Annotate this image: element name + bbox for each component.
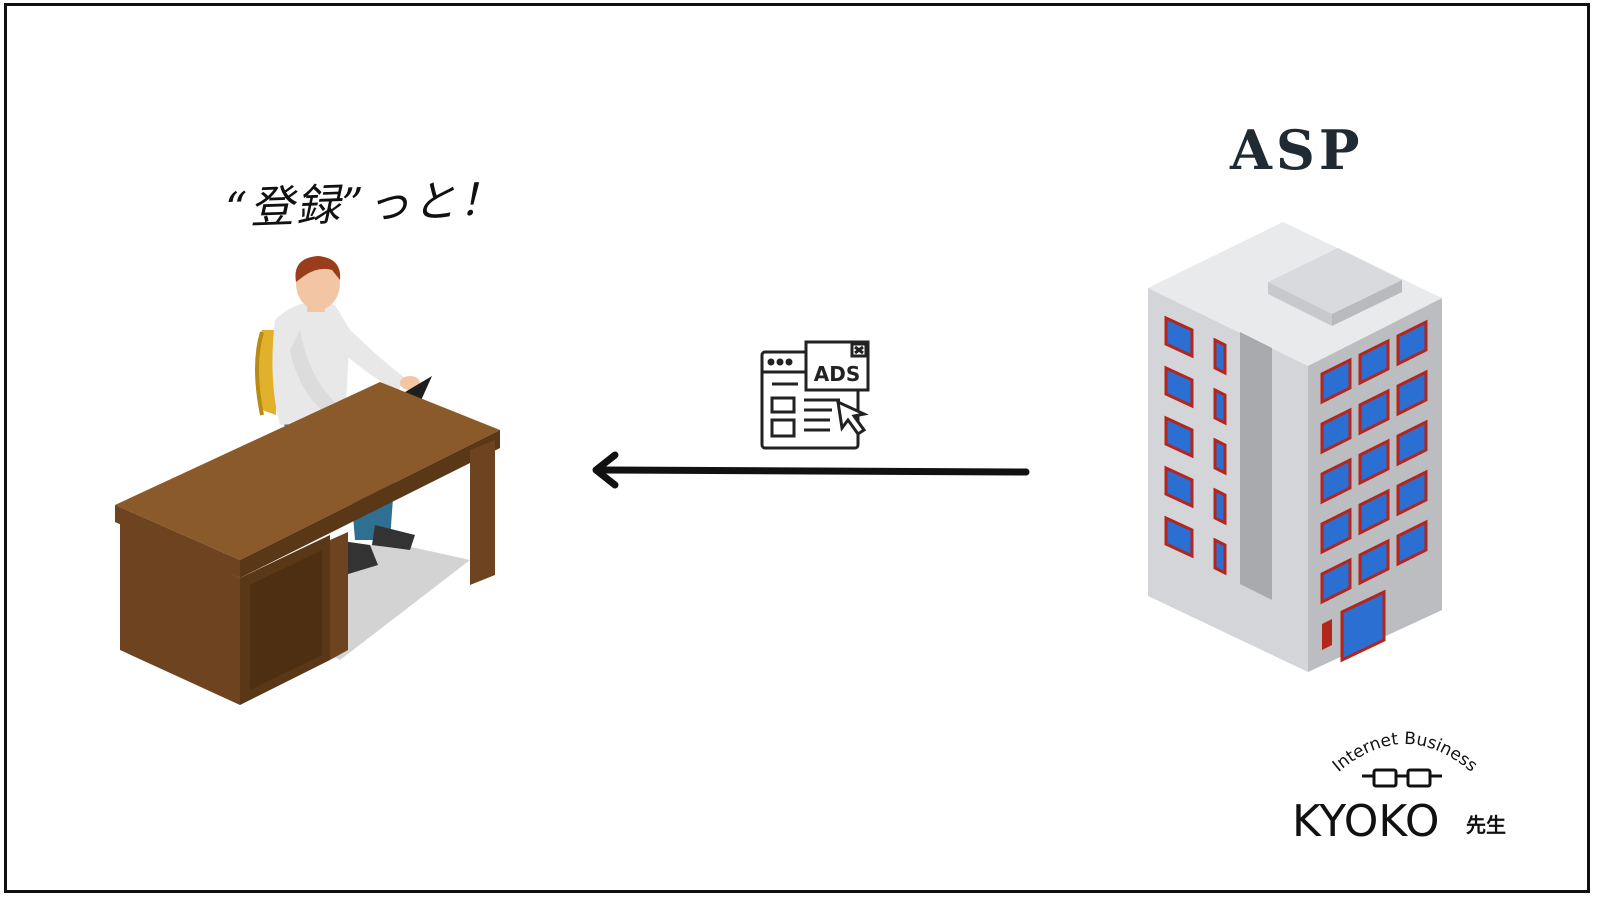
window bbox=[1213, 387, 1227, 426]
window bbox=[1213, 537, 1227, 576]
window bbox=[1358, 438, 1390, 486]
glasses-icon bbox=[1362, 768, 1442, 788]
window bbox=[1164, 415, 1194, 459]
window bbox=[1396, 319, 1428, 367]
ads-webpage-icon bbox=[760, 340, 870, 450]
logo-suffix: 先生 bbox=[1466, 813, 1506, 837]
window bbox=[1358, 538, 1390, 586]
window bbox=[1396, 369, 1428, 417]
window bbox=[1320, 457, 1352, 505]
asp-label: ASP bbox=[1230, 118, 1364, 182]
building-entrance bbox=[1322, 589, 1386, 663]
window bbox=[1396, 419, 1428, 467]
flow-arrow bbox=[592, 451, 1030, 489]
kyoko-logo: Internet Business KYOKO 先生 bbox=[1292, 729, 1506, 847]
window bbox=[1358, 388, 1390, 436]
window bbox=[1358, 338, 1390, 386]
window bbox=[1164, 465, 1194, 509]
ads-icon-text: ADS bbox=[814, 362, 860, 386]
window bbox=[1164, 515, 1194, 559]
window bbox=[1213, 337, 1227, 376]
window bbox=[1358, 488, 1390, 536]
window bbox=[1320, 407, 1352, 455]
window bbox=[1164, 365, 1194, 409]
window bbox=[1320, 357, 1352, 405]
window bbox=[1396, 469, 1428, 517]
window bbox=[1213, 487, 1227, 526]
window bbox=[1320, 507, 1352, 555]
window bbox=[1396, 519, 1428, 567]
logo-name: KYOKO bbox=[1292, 796, 1439, 847]
window bbox=[1213, 437, 1227, 476]
building-right-windows bbox=[1320, 319, 1428, 605]
window bbox=[1320, 557, 1352, 605]
logo-arc-text: Internet Business bbox=[1329, 729, 1481, 776]
building-left-windows bbox=[1164, 315, 1227, 576]
window bbox=[1164, 315, 1194, 359]
person-at-desk-icon bbox=[115, 256, 500, 705]
